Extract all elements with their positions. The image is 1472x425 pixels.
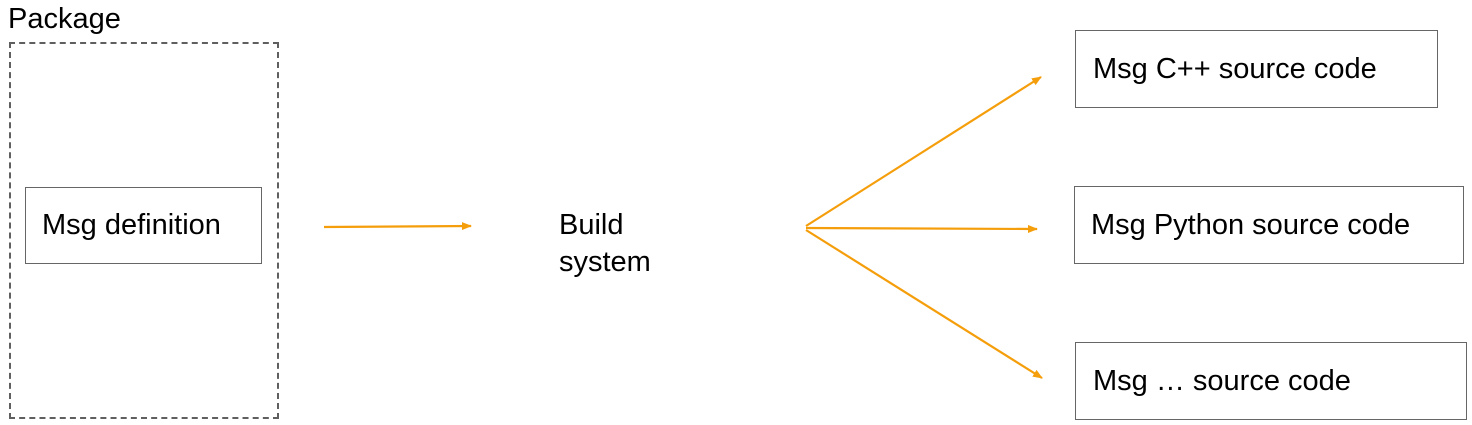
output-label-other: Msg … source code (1093, 364, 1351, 397)
arrow-package-to-build (323, 222, 472, 231)
arrow-build-to-cpp (805, 76, 1042, 227)
output-label-cpp: Msg C++ source code (1093, 52, 1377, 85)
msg-definition-label: Msg definition (42, 209, 221, 241)
output-label-python: Msg Python source code (1091, 208, 1411, 241)
build-system-line-2: system (559, 246, 651, 278)
package-title: Package (8, 3, 121, 35)
output-box-other: Msg … source code (1075, 342, 1467, 420)
package-container (9, 42, 279, 419)
build-system-line-1: Build (559, 209, 624, 241)
msg-definition-box: Msg definition (25, 187, 262, 264)
arrow-build-to-other (805, 229, 1043, 379)
output-box-cpp: Msg C++ source code (1075, 30, 1438, 108)
output-box-python: Msg Python source code (1074, 186, 1464, 264)
arrow-build-to-python (805, 224, 1038, 233)
build-system-label: Build system (559, 207, 651, 281)
